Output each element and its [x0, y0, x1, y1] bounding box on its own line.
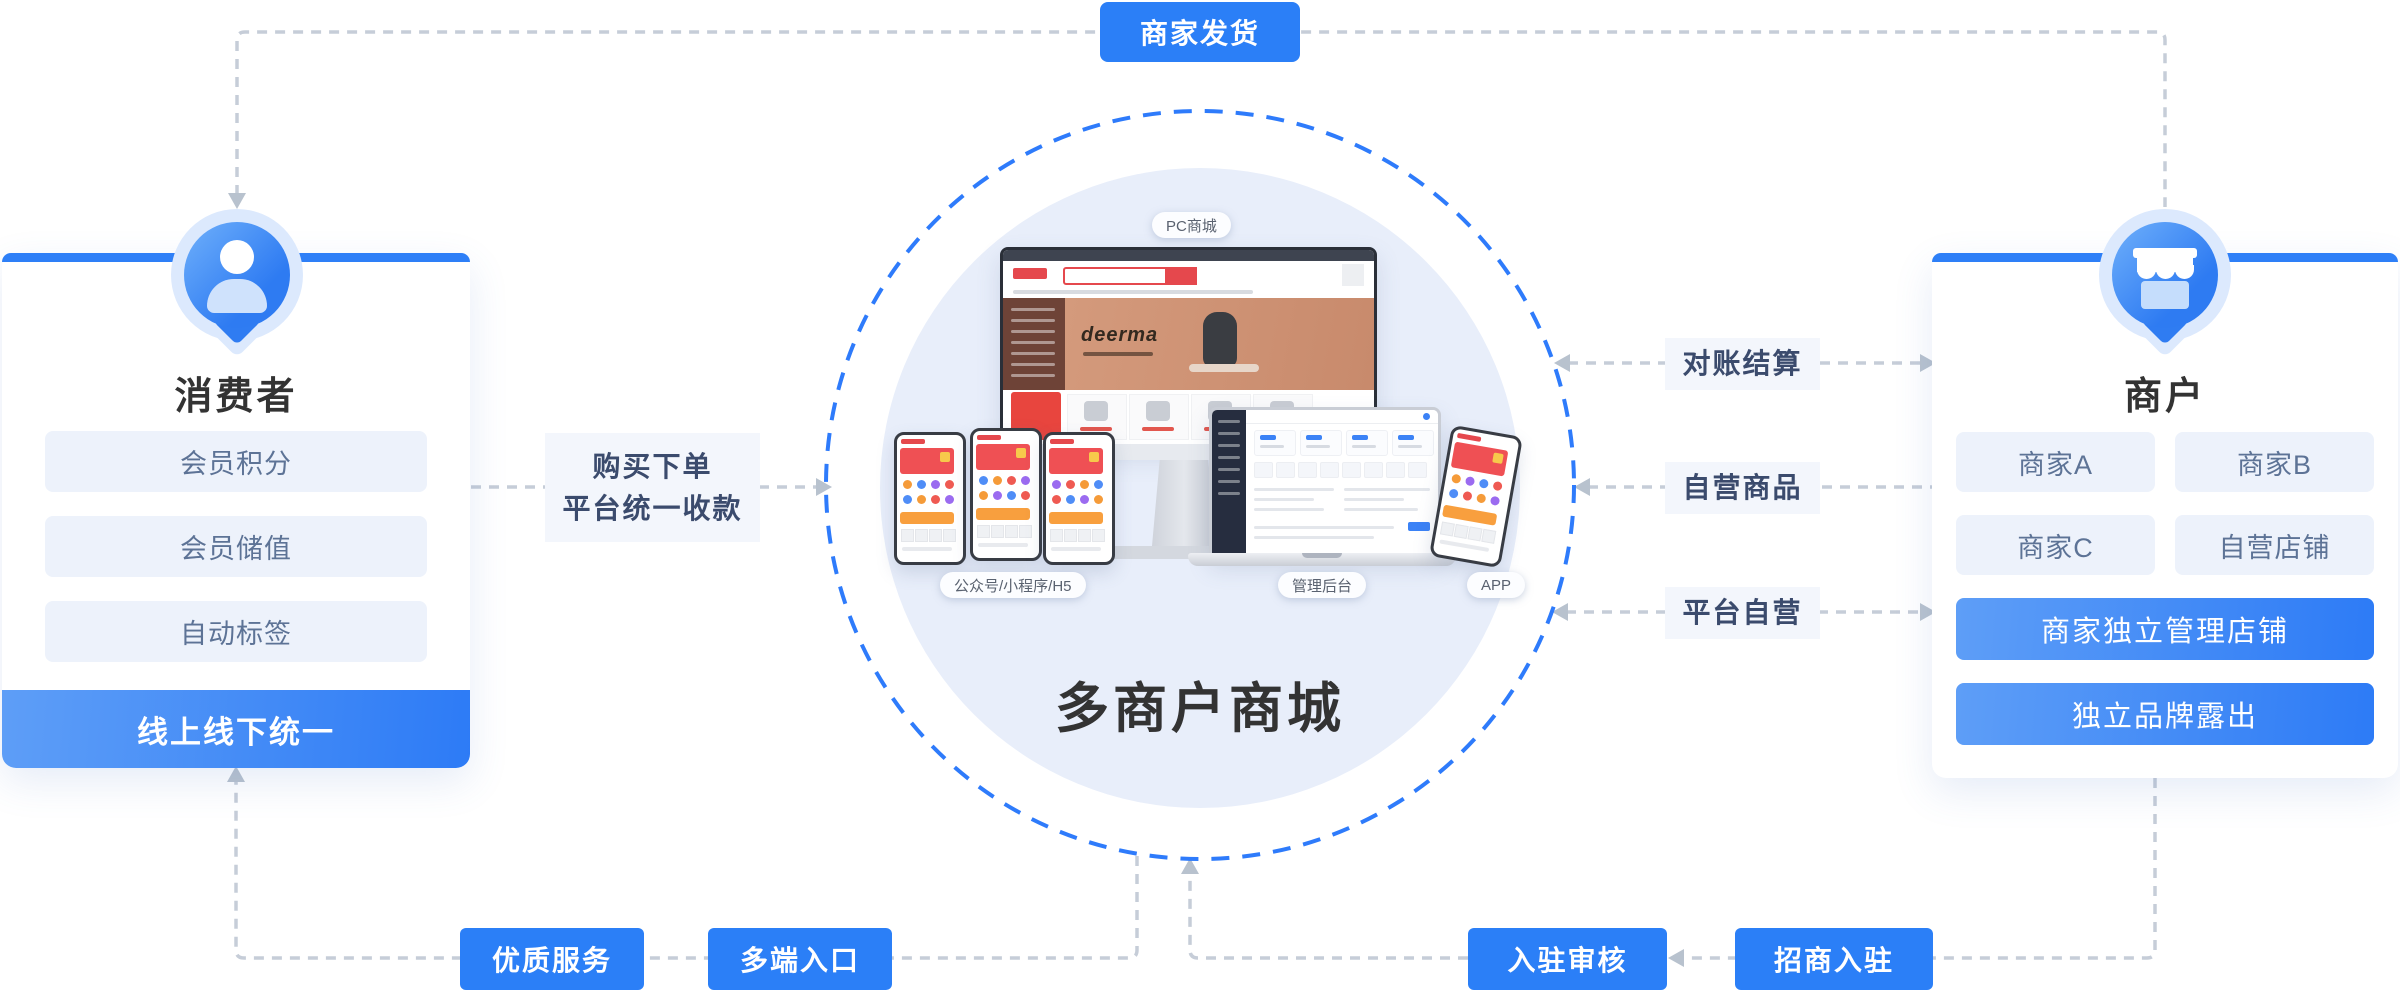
merchant-card: 商户 商家A 商家B 商家C 自营店铺 商家独立管理店铺 独立品牌露出 — [1932, 253, 2398, 778]
consumer-title: 消费者 — [174, 376, 298, 418]
purchase-line1: 购买下单 — [592, 450, 713, 482]
laptop-notch — [1302, 553, 1342, 558]
merchant-b: 商家B — [2175, 432, 2374, 492]
purchase-line2: 平台统一收款 — [562, 492, 743, 524]
merchant-c: 商家C — [1956, 515, 2155, 575]
shop-search-button — [1165, 267, 1197, 285]
product-cell — [1129, 394, 1189, 440]
arrow-left-selfgoods — [1574, 478, 1590, 496]
arrow-right-settlement — [1920, 354, 1936, 372]
hero-slogan-line — [1083, 352, 1153, 356]
shop-search-bar — [1063, 267, 1197, 285]
mobile-channels-label: 公众号/小程序/H5 — [940, 572, 1086, 598]
consumer-item-points: 会员积分 — [45, 431, 427, 492]
shop-nav-links — [1013, 290, 1253, 294]
shop-category-menu — [1003, 298, 1065, 390]
merchant-manage-shop-button: 商家独立管理店铺 — [1956, 598, 2374, 660]
admin-laptop — [1209, 407, 1441, 559]
app-label: APP — [1467, 572, 1526, 598]
admin-stat-card — [1392, 430, 1434, 456]
independent-brand-button: 独立品牌露出 — [1956, 683, 2374, 745]
purchase-flow-label: 购买下单 平台统一收款 — [545, 433, 760, 542]
admin-backend-label: 管理后台 — [1278, 572, 1367, 598]
shop-qr-code — [1342, 264, 1364, 286]
arrow-down-to-consumer — [228, 193, 246, 209]
hero-shelf — [1189, 364, 1259, 372]
admin-stat-card — [1300, 430, 1342, 456]
monitor-stand — [1152, 460, 1216, 546]
flow-bottom-right-path1 — [1682, 778, 2157, 960]
platform-self-label: 平台自营 — [1665, 587, 1820, 639]
multi-entry-badge: 多端入口 — [708, 928, 892, 990]
settlement-label: 对账结算 — [1665, 338, 1820, 390]
user-icon — [184, 222, 290, 328]
admin-topbar — [1246, 410, 1438, 424]
self-goods-label: 自营商品 — [1665, 462, 1820, 514]
shop-logo — [1013, 268, 1047, 279]
merchant-a: 商家A — [1956, 432, 2155, 492]
merchant-pin — [2099, 209, 2231, 369]
pc-mall-label: PC商城 — [1152, 212, 1231, 238]
admin-button — [1408, 522, 1430, 531]
arrow-right-to-circle — [816, 478, 832, 496]
entry-review-badge: 入驻审核 — [1468, 928, 1667, 990]
consumer-pin — [171, 209, 303, 369]
shop-hero-banner: deerma — [1003, 298, 1374, 390]
arrow-right-platformself — [1920, 603, 1936, 621]
store-icon — [2112, 222, 2218, 328]
arrow-left-platformself — [1552, 603, 1568, 621]
consumer-item-stored-value: 会员储值 — [45, 516, 427, 577]
quality-service-badge: 优质服务 — [460, 928, 644, 990]
hero-brand-text: deerma — [1081, 324, 1159, 346]
admin-stat-card — [1346, 430, 1388, 456]
platform-title: 多商户商城 — [1055, 679, 1345, 739]
platform-dashed-ring — [824, 109, 1576, 861]
consumer-highlight-online-offline: 线上线下统一 — [2, 690, 470, 768]
merchant-title: 商户 — [2123, 376, 2206, 418]
hero-product — [1203, 312, 1237, 368]
consumer-item-auto-tag: 自动标签 — [45, 601, 427, 662]
admin-stat-card — [1254, 430, 1296, 456]
arrow-left-settlement — [1554, 354, 1570, 372]
monitor-browser-bar — [1003, 250, 1374, 261]
admin-sidebar — [1212, 410, 1246, 556]
phone-mockup-1 — [894, 432, 966, 565]
flow-bottom-left-path — [234, 780, 1139, 960]
flow-bottom-right-path2 — [1188, 872, 1468, 960]
arrow-up-to-circle — [1181, 858, 1199, 874]
merchant-recruit-badge: 招商入驻 — [1735, 928, 1933, 990]
merchant-ship-badge: 商家发货 — [1100, 2, 1300, 62]
arrow-up-to-consumer-card — [227, 766, 245, 782]
arrow-left-entry-review — [1668, 949, 1684, 967]
phone-mockup-3 — [1043, 432, 1115, 565]
laptop-base — [1188, 553, 1456, 566]
phone-mockup-2 — [970, 428, 1042, 561]
self-operated-shop: 自营店铺 — [2175, 515, 2374, 575]
